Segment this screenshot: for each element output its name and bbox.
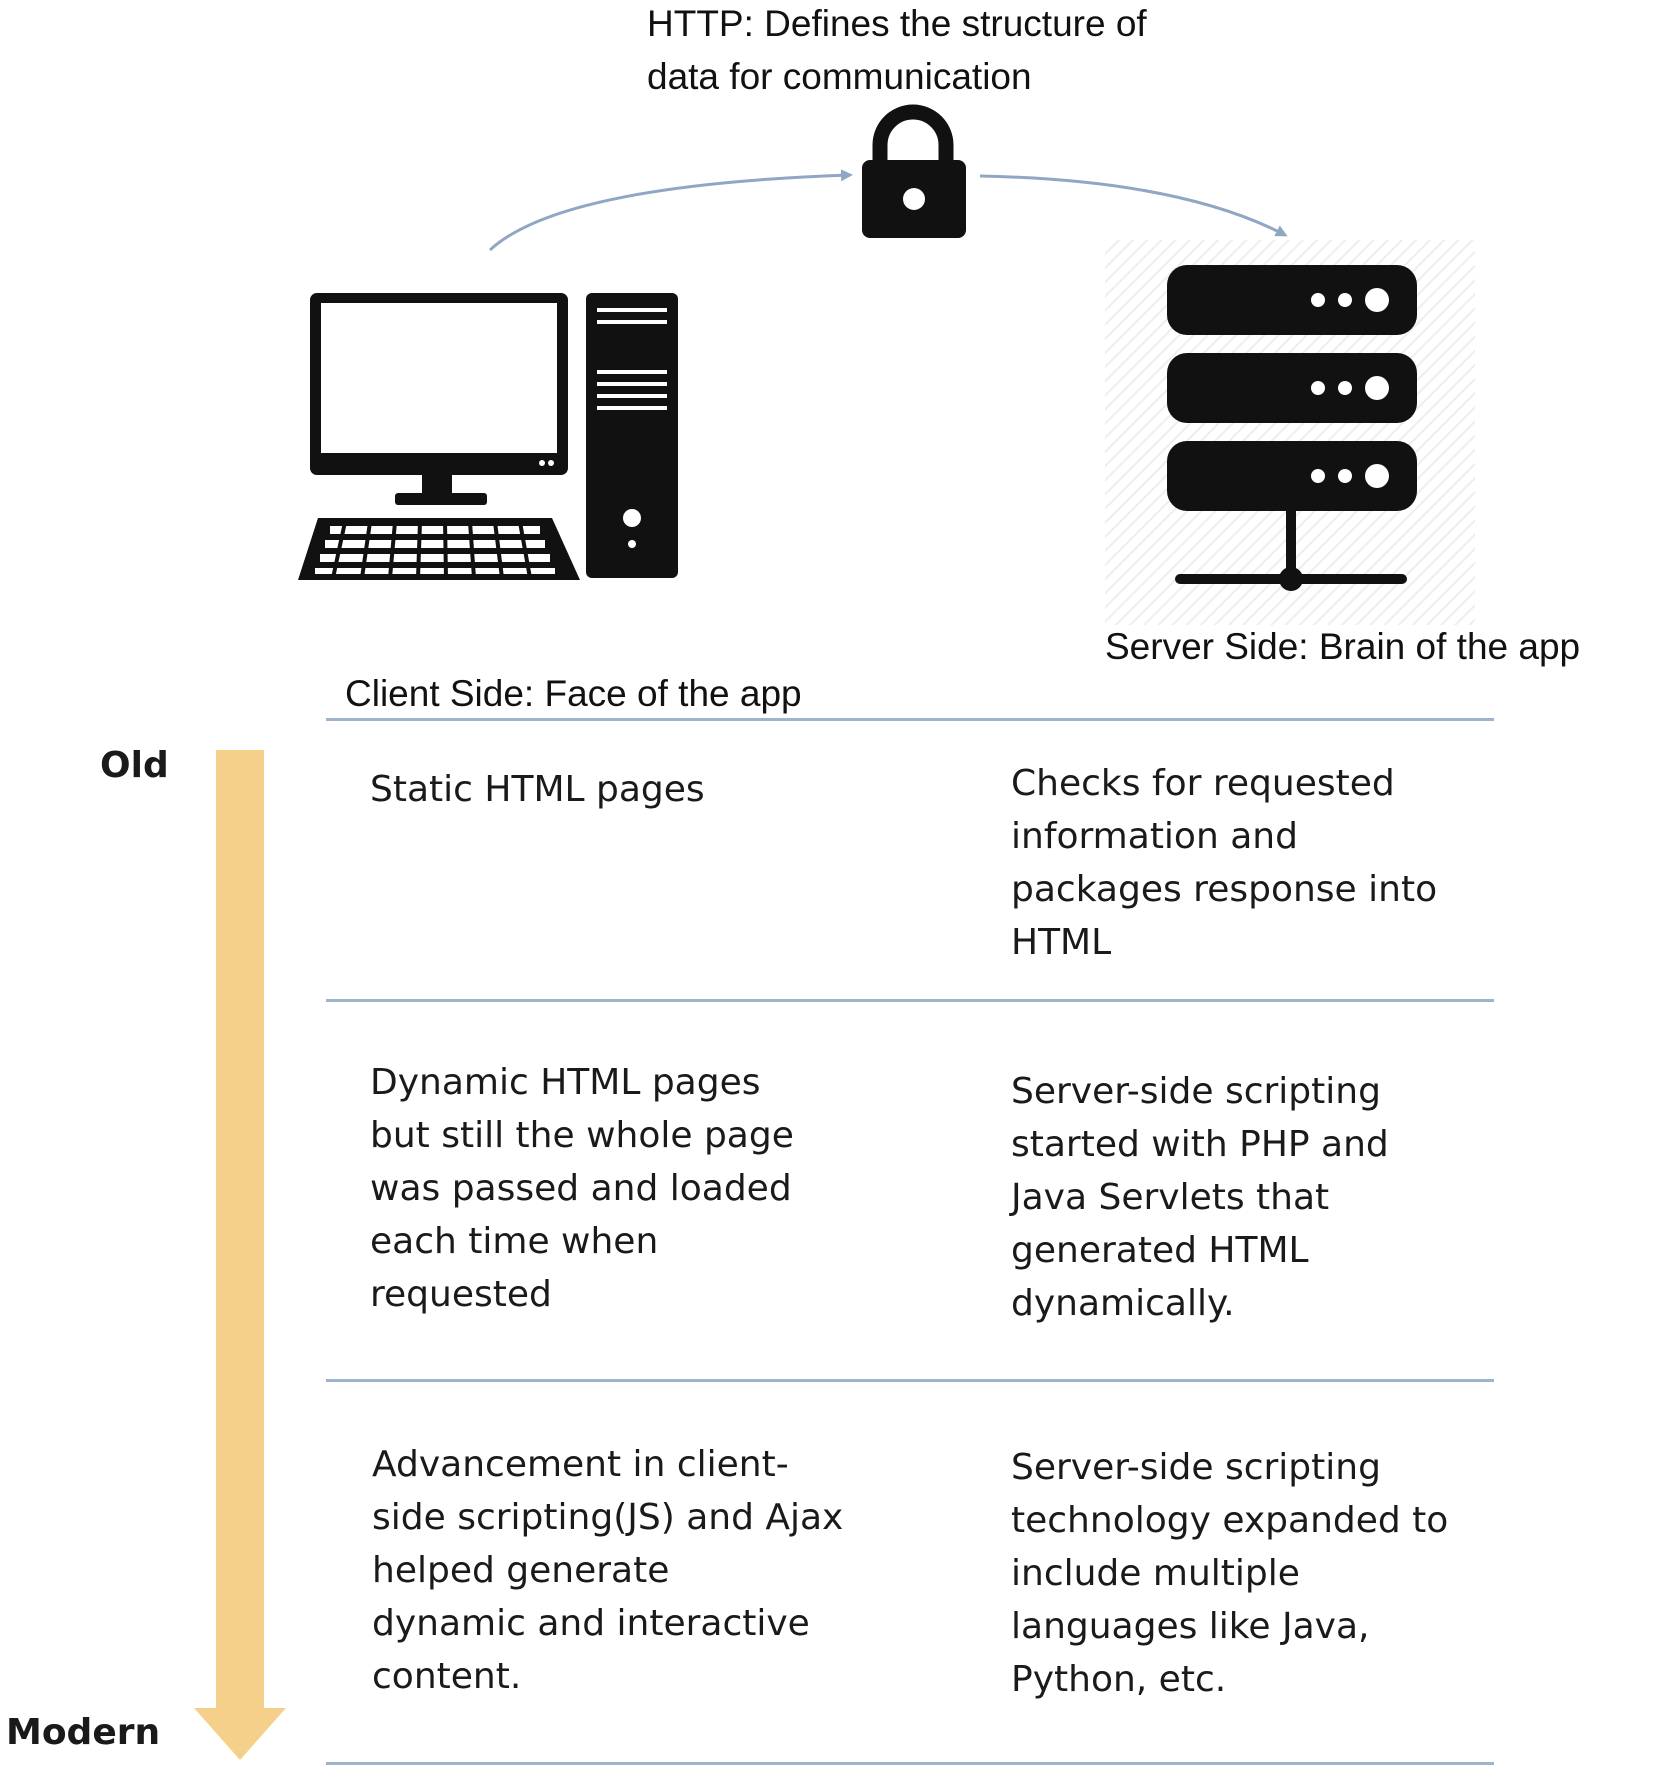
http-caption-line-1: HTTP: Defines the structure of [647,3,1147,44]
timeline-arrow [194,750,286,1760]
cell-line: Static HTML pages [370,769,705,810]
cell-line: was passed and loaded [370,1168,792,1209]
desktop-computer-icon [298,293,678,580]
timeline-start-label: Old [100,745,169,786]
server-icon [1105,240,1475,625]
cell-line: dynamically. [1011,1283,1235,1324]
table-divider [326,1379,1494,1382]
cell-line: side scripting(JS) and Ajax [372,1497,844,1538]
cell-line: each time when [370,1221,659,1262]
keyboard-keys [315,526,555,574]
cell-line: languages like Java, [1011,1606,1370,1647]
cell-line: requested [370,1274,552,1315]
row-2-server-cell: Server-side scripting started with PHP a… [1011,1065,1491,1330]
http-caption: HTTP: Defines the structure of data for … [647,0,1147,103]
cell-line: started with PHP and [1011,1124,1389,1165]
timeline-end-label: Modern [6,1712,161,1753]
cell-line: Server-side scripting [1011,1071,1381,1112]
cell-line: helped generate [372,1550,670,1591]
cell-line: packages response into [1011,869,1438,910]
cell-line: generated HTML [1011,1230,1309,1271]
cell-line: Checks for requested [1011,763,1395,804]
request-arrow [488,169,853,252]
client-caption: Client Side: Face of the app [345,673,802,714]
row-1-client-cell: Static HTML pages [370,763,930,816]
table-divider [326,718,1494,721]
table-divider [326,1762,1494,1765]
table-divider [326,999,1494,1002]
padlock-icon [862,104,966,238]
cell-line: technology expanded to [1011,1500,1449,1541]
cell-line: include multiple [1011,1553,1300,1594]
cell-line: but still the whole page [370,1115,794,1156]
cell-line: Java Servlets that [1011,1177,1330,1218]
cell-line: Python, etc. [1011,1659,1227,1700]
server-caption: Server Side: Brain of the app [1105,626,1581,667]
row-3-server-cell: Server-side scripting technology expande… [1011,1441,1491,1706]
cell-line: Dynamic HTML pages [370,1062,761,1103]
cell-line: Server-side scripting [1011,1447,1381,1488]
row-1-server-cell: Checks for requested information and pac… [1011,757,1491,969]
cell-line: content. [372,1656,522,1697]
row-2-client-cell: Dynamic HTML pages but still the whole p… [370,1056,930,1321]
response-arrow [979,174,1288,237]
http-caption-line-2: data for communication [647,56,1032,97]
cell-line: information and [1011,816,1298,857]
cell-line: HTML [1011,922,1112,963]
cell-line: Advancement in client- [372,1444,789,1485]
cell-line: dynamic and interactive [372,1603,810,1644]
row-3-client-cell: Advancement in client- side scripting(JS… [372,1438,932,1703]
